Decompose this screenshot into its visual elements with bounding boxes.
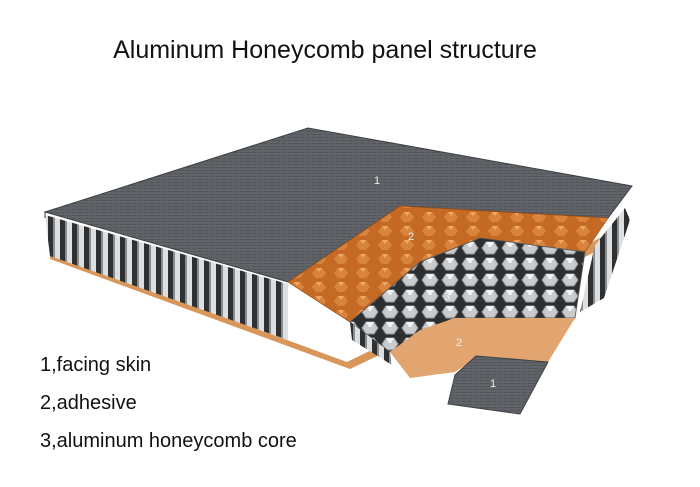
core-cell-walls	[350, 322, 392, 365]
marker-top-adhesive: 2	[408, 231, 414, 243]
legend-item-facing-skin: 1,facing skin	[40, 354, 152, 376]
marker-bottom-skin: 1	[490, 378, 496, 390]
marker-bottom-adhesive: 2	[456, 337, 462, 349]
diagram-title: Aluminum Honeycomb panel structure	[113, 36, 537, 64]
front-core-wall	[45, 215, 288, 340]
legend-item-honeycomb-core: 3,aluminum honeycomb core	[40, 430, 297, 452]
bottom-facing-skin	[447, 355, 549, 415]
marker-top-skin: 1	[374, 175, 380, 187]
legend-item-adhesive: 2,adhesive	[40, 392, 137, 414]
marker-core: 3	[444, 291, 450, 303]
right-core-wall	[580, 208, 630, 312]
legend: 1,facing skin 2,adhesive 3,aluminum hone…	[40, 346, 297, 460]
bottom-adhesive-floor	[390, 318, 575, 378]
